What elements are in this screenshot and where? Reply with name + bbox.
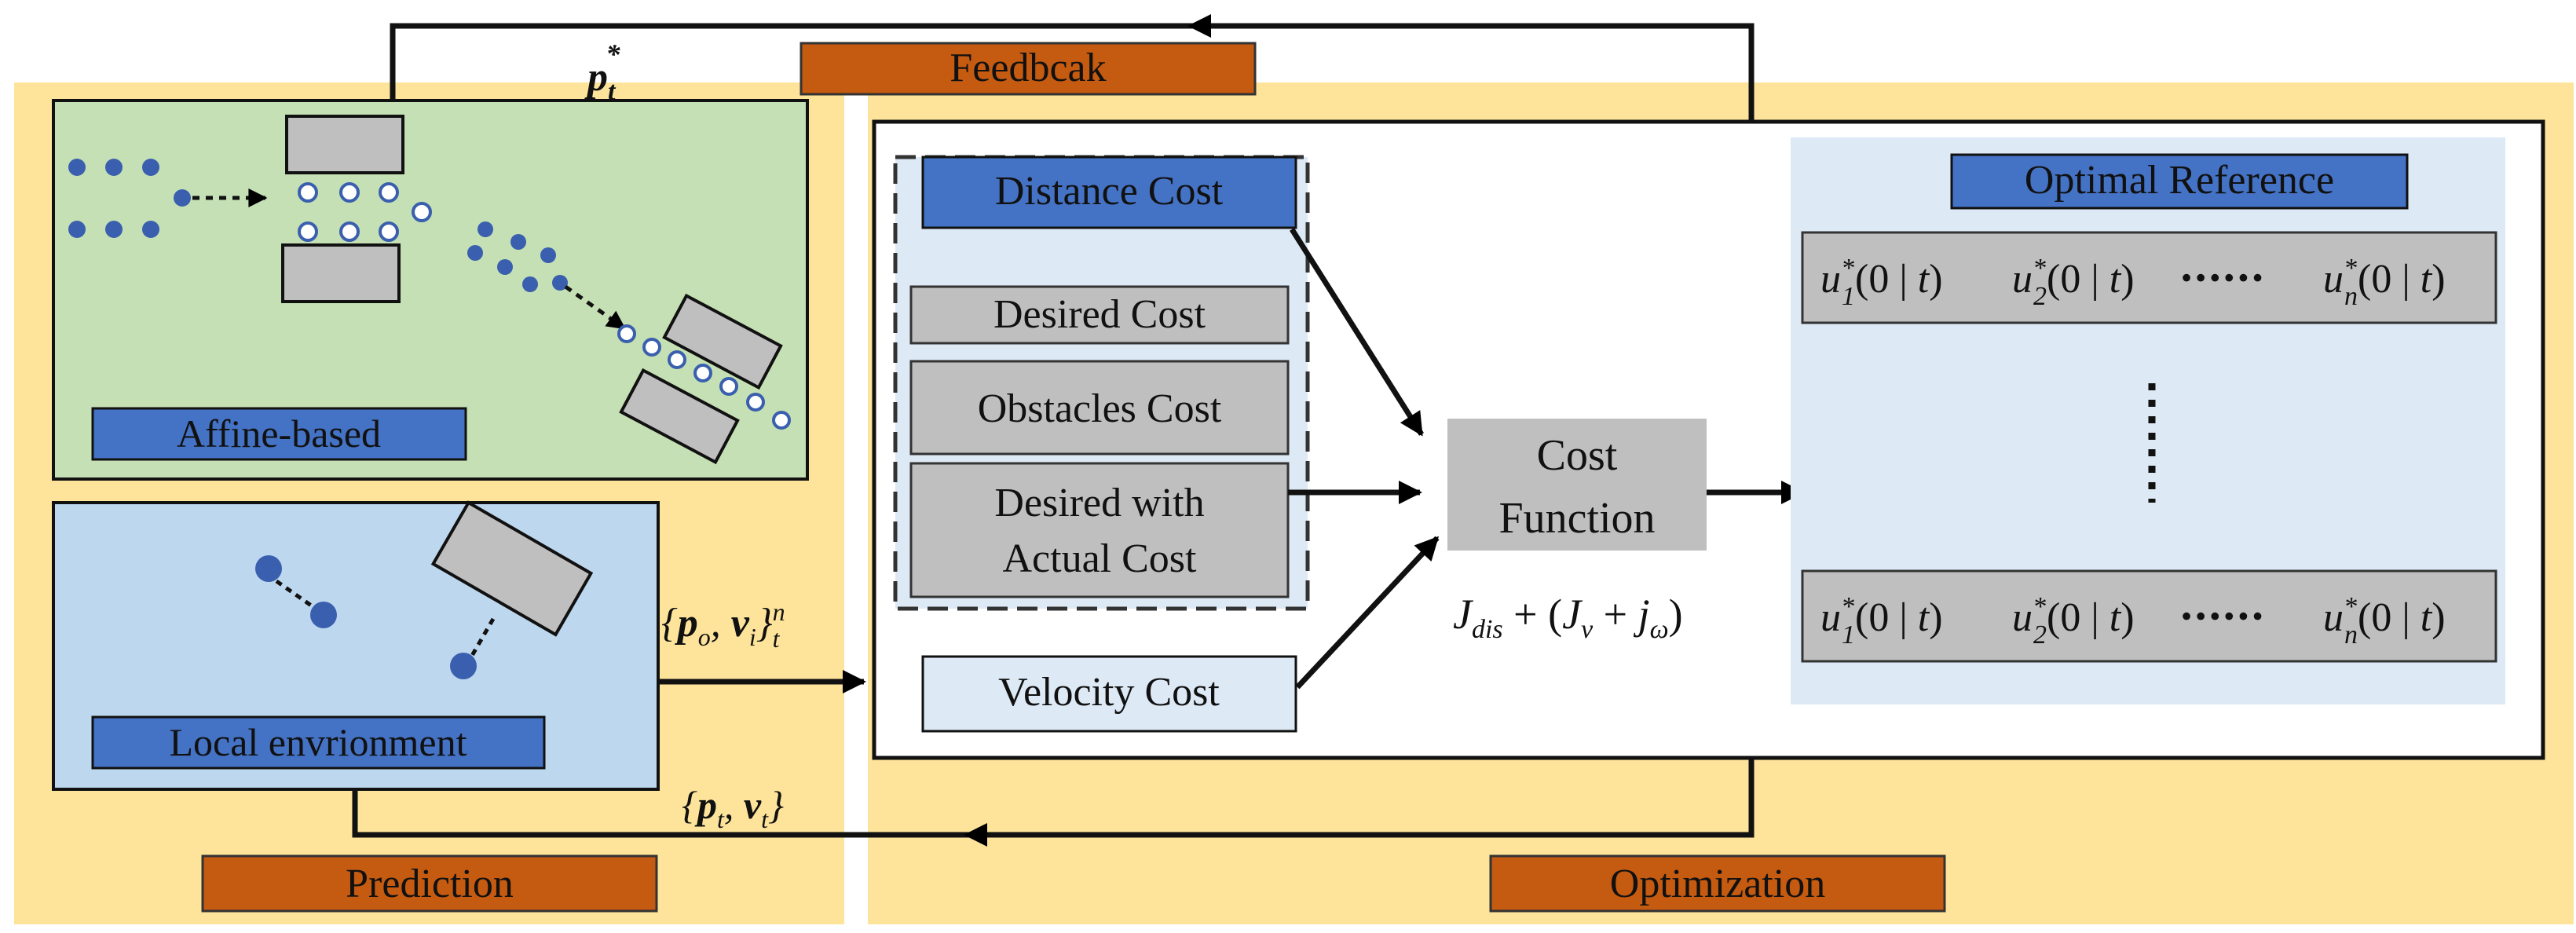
obstacle-1 [285, 115, 404, 174]
velocity-to-cost-arrow [1295, 536, 1440, 690]
cost-function-label-line2: Function [1498, 494, 1655, 543]
optimal-reference-label-box [1950, 153, 2409, 210]
feedback-label: Feedbcak [950, 46, 1106, 90]
state-feedback-line [352, 758, 1755, 838]
desired-actual-cost-label-line2: Actual Cost [1003, 536, 1198, 581]
affine-label: Affine-based [177, 412, 381, 456]
control-row-last: u*1(0 | t) u*2(0 | t) ······ u*n(0 | t) [1801, 569, 2497, 663]
control-row-first: u*1(0 | t) u*2(0 | t) ······ u*n(0 | t) [1801, 231, 2497, 324]
distance-cost-label: Distance Cost [995, 169, 1224, 214]
local-environment-label-box [91, 715, 546, 770]
svg-text:u*1(0 | t): u*1(0 | t) [1820, 254, 1943, 311]
agent-group-1 [68, 159, 191, 238]
obstacle-2 [281, 243, 401, 303]
agent-dot [310, 602, 337, 628]
cost-function-label-line1: Cost [1537, 431, 1618, 480]
agent-dot [255, 555, 282, 582]
agent-motion-arrow-2 [564, 284, 626, 331]
svg-text:u*n(0 | t): u*n(0 | t) [2323, 254, 2446, 311]
state-feedback-label: {pt, vt} [682, 783, 784, 833]
svg-text:u*2(0 | t): u*2(0 | t) [2012, 592, 2135, 649]
desired-cost-box [909, 285, 1290, 345]
velocity-cost-label: Velocity Cost [998, 670, 1220, 715]
cost-function-box [1447, 419, 1707, 551]
affine-formation-1 [298, 182, 432, 242]
obstacles-cost-box [909, 360, 1290, 456]
cost-equation: Jdis + (Jv + jω) [1453, 591, 1683, 644]
optimization-label-box [1489, 854, 1946, 913]
obstacles-cost-label: Obstacles Cost [978, 386, 1222, 431]
svg-text:u*n(0 | t): u*n(0 | t) [2323, 592, 2446, 649]
desired-cost-label: Desired Cost [993, 292, 1206, 337]
obstacle-local [430, 500, 594, 637]
desired-actual-cost-label-line1: Desired with [994, 481, 1204, 525]
feedback-line [390, 23, 1755, 122]
prediction-label: Prediction [346, 862, 514, 906]
svg-text:······: ······ [2179, 254, 2265, 302]
feedback-label-box [800, 42, 1257, 96]
svg-text:······: ······ [2179, 593, 2265, 641]
affine-label-box [91, 407, 467, 461]
distance-to-cost-arrow [1290, 228, 1424, 437]
obstacle-3 [662, 293, 783, 390]
obstacle-4 [619, 368, 740, 465]
agent-dot [450, 653, 477, 679]
svg-text:u*2(0 | t): u*2(0 | t) [2012, 254, 2135, 311]
distance-cost-box [921, 156, 1297, 229]
optimal-reference-label: Optimal Reference [2025, 158, 2334, 203]
svg-text:u*1(0 | t): u*1(0 | t) [1820, 592, 1943, 649]
affine-formation-2 [617, 324, 791, 430]
optimization-label: Optimization [1610, 862, 1825, 906]
prediction-label-box [201, 854, 658, 913]
local-environment-label: Local envrionment [169, 720, 467, 764]
interaction-link [275, 579, 317, 611]
agent-group-2 [467, 221, 568, 292]
desired-actual-cost-box [909, 462, 1290, 598]
obstacle-link [467, 617, 496, 661]
velocity-cost-box [921, 655, 1297, 733]
